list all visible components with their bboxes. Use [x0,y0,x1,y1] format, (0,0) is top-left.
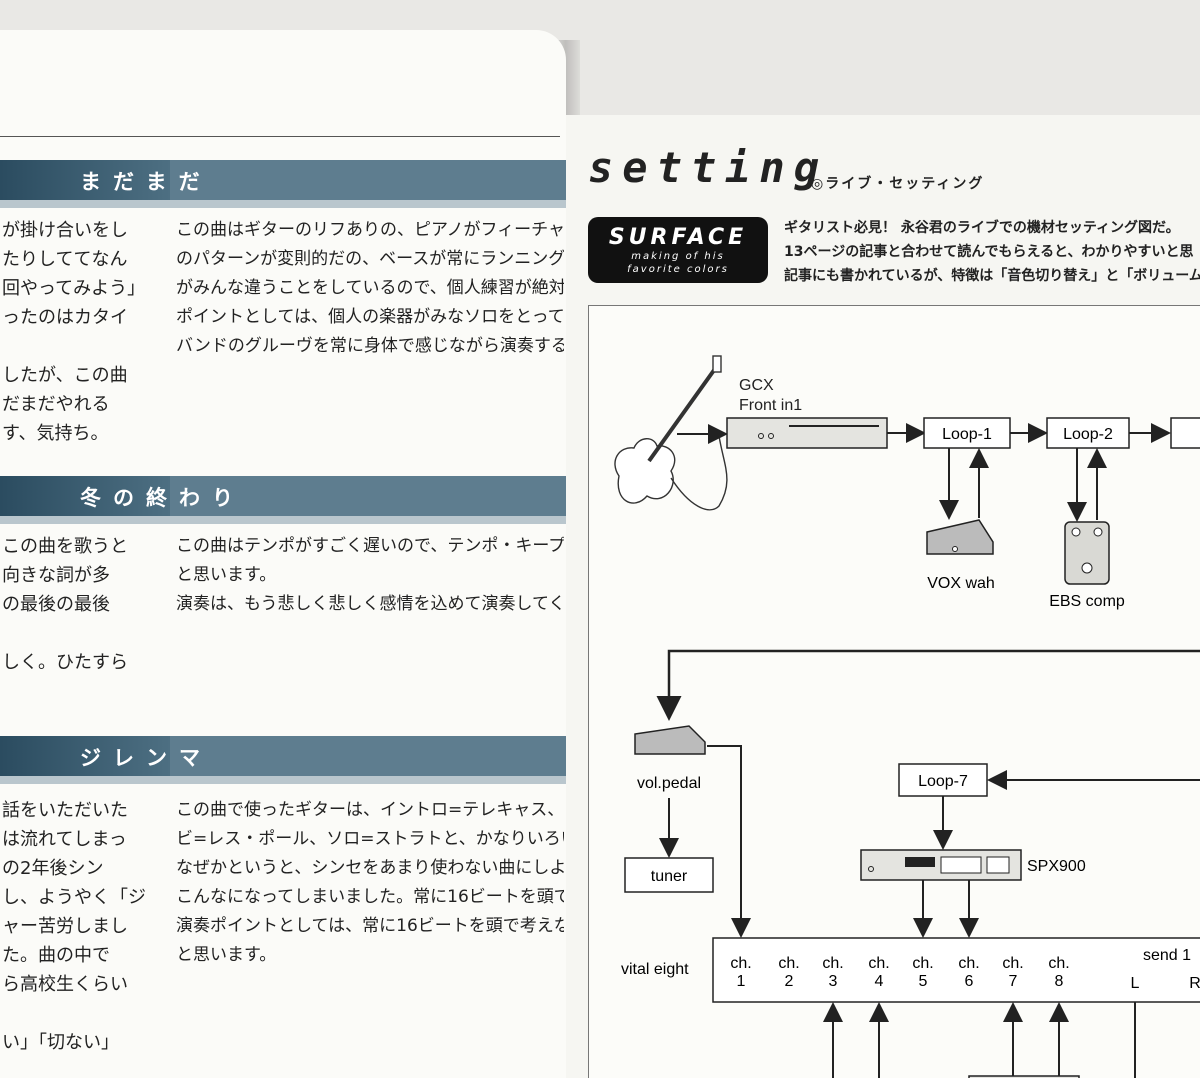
page-title: setting [588,143,829,192]
section-title: まだまだ [80,170,212,194]
svg-text:3: 3 [829,973,838,990]
gcx-sublabel: Front in1 [739,397,802,414]
svg-text:ch.: ch. [778,955,799,972]
ebs-label: EBS comp [1049,593,1125,610]
intro-line: 記事にも書かれているが、特徴は「音色切り替え」と「ボリューム [784,268,1200,284]
section-title: 冬の終わり [80,486,245,510]
spx-label: SPX900 [1027,858,1086,875]
section2-col1: この曲を歌うと向きな詞が多の最後の最後 しく。ひたすら [2,536,128,673]
section-header-fuyu: 冬の終わり [0,476,566,524]
bottom-unit [968,1075,1080,1078]
volpedal-label: vol.pedal [637,775,701,792]
header-rule [0,136,560,137]
svg-text:ch.: ch. [868,955,889,972]
svg-text:5: 5 [919,973,928,990]
next-device-box [1170,417,1200,449]
section2-col2: この曲はテンポがすごく遅いので、テンポ・キープを心がと思います。演奏は、もう悲し… [176,536,564,614]
section-header-madamada: まだまだ [0,160,566,208]
spx900-unit [860,849,1022,881]
loop1-box [923,417,1011,449]
section1-col1: が掛け合いをしたりしててなん回やってみよう」ったのはカタイ したが、この曲だまだ… [2,220,146,444]
volume-pedal-icon [634,725,706,755]
send-r-label: R [1189,975,1200,992]
mixer-box [712,937,1200,1003]
loop7-box [898,763,988,797]
svg-text:ch.: ch. [912,955,933,972]
left-page: まだまだ が掛け合いをしたりしててなん回やってみよう」ったのはカタイ したが、こ… [0,30,566,1078]
comp-pedal-icon [1064,521,1110,585]
guitar-icon [614,355,728,511]
tuner-label: tuner [651,868,688,885]
intro-line: ギタリスト必見！ 永谷君のライブでの機材セッティング図だ。 [784,220,1180,236]
vox-label: VOX wah [927,575,995,592]
loop7-label: Loop-7 [918,773,968,790]
vital-label: vital eight [621,961,689,978]
badge-title: SURFACE [608,225,748,250]
svg-text:6: 6 [965,973,974,990]
svg-text:ch.: ch. [730,955,751,972]
badge-line2: favorite colors [627,264,729,275]
tuner-box [624,857,714,893]
svg-text:ch.: ch. [822,955,843,972]
gcx-label: GCX [739,377,774,394]
send-label: send 1 [1143,947,1191,964]
wah-pedal-icon [926,519,994,555]
diagram-svg: GCX Front in1 Loop-1 Loop-2 VOX wah [614,355,1200,1078]
svg-text:8: 8 [1055,973,1064,990]
page-subtitle: ◎ライブ・セッティング [811,176,985,192]
right-page: setting ◎ライブ・セッティング SURFACE making of hi… [566,115,1200,1078]
svg-text:ch.: ch. [958,955,979,972]
setup-diagram: GCX Front in1 Loop-1 Loop-2 VOX wah [588,305,1200,1078]
section-header-dilemma: ジレンマ [0,736,566,784]
section3-col1: 話をいただいたは流れてしまっの2年後シンし、ようやく「ジャー苦労しました。曲の中… [2,800,146,1053]
svg-text:4: 4 [875,973,884,990]
svg-text:1: 1 [737,973,746,990]
section3-col2: この曲で使ったギターは、イントロ=テレキャス、Aメロ=ビ=レス・ポール、ソロ=ス… [176,800,564,965]
surface-badge: SURFACE making of his favorite colors [588,217,768,283]
mixer-channels: ch. ch. ch. ch. ch. ch. ch. ch. 1 2 3 4 … [730,955,1069,990]
svg-text:2: 2 [785,973,794,990]
loop2-label: Loop-2 [1063,426,1113,443]
badge-line1: making of his [631,251,725,262]
section1-col2: この曲はギターのリフありの、ピアノがフィーチャーされてるのパターンが変則的だの、… [176,220,564,356]
send-l-label: L [1131,975,1140,992]
svg-text:7: 7 [1009,973,1018,990]
svg-text:ch.: ch. [1048,955,1069,972]
section-title: ジレンマ [80,746,212,770]
svg-text:ch.: ch. [1002,955,1023,972]
gcx-unit [726,417,888,449]
intro-line: 13ページの記事と合わせて読んでもらえると、わかりやすいと思 [784,244,1194,260]
loop1-label: Loop-1 [942,426,992,443]
